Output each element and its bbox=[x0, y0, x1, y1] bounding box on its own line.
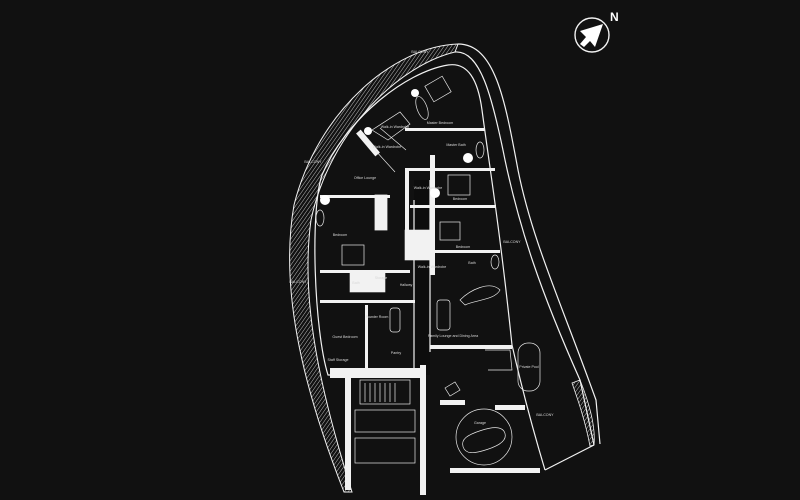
label-walkin-wardrobe: Walk-in Wardrobe bbox=[414, 186, 443, 190]
label-private-pool: Private Pool bbox=[519, 365, 539, 369]
label-walkin-wardrobe: Walk-in Wardrobe bbox=[373, 145, 402, 149]
label-staff-storage: Staff Storage bbox=[328, 358, 349, 362]
label-bedroom: Bedroom bbox=[453, 197, 468, 201]
compass-label: N bbox=[610, 10, 619, 24]
label-balcony: BALCONY bbox=[411, 50, 429, 54]
label-garage: Garage bbox=[474, 421, 486, 425]
label-office-lounge: Office Lounge bbox=[354, 176, 376, 180]
label-storage: Storage bbox=[375, 276, 388, 280]
label-master-bath: Master Bath bbox=[446, 143, 465, 147]
furniture bbox=[315, 75, 541, 466]
label-pantry: Pantry bbox=[391, 351, 402, 355]
room-labels: BALCONY BALCONY BALCONY BALCONY BALCONY … bbox=[289, 50, 554, 425]
label-balcony: BALCONY bbox=[536, 413, 554, 417]
label-walkin-wardrobe: Walk-in Wardrobe bbox=[381, 125, 410, 129]
label-guest-bedroom: Guest Bedroom bbox=[332, 335, 357, 339]
label-master-bedroom: Master Bedroom bbox=[427, 121, 454, 125]
label-family-lounge: Family Lounge and Dining Area bbox=[428, 334, 478, 338]
label-powder-room: Powder Room bbox=[366, 315, 389, 319]
label-balcony: BALCONY bbox=[503, 240, 521, 244]
label-walkin-wardrobe: Walk-in Wardrobe bbox=[418, 265, 447, 269]
label-balcony: BALCONY bbox=[304, 160, 322, 164]
label-bedroom: Bedroom bbox=[333, 233, 348, 237]
label-bath: Bath bbox=[468, 261, 475, 265]
label-bath: Bath bbox=[352, 281, 359, 285]
north-arrow-icon: N bbox=[574, 10, 619, 53]
label-hallway: Hallway bbox=[400, 283, 413, 287]
label-bedroom: Bedroom bbox=[456, 245, 471, 249]
walls bbox=[320, 111, 540, 495]
label-balcony: BALCONY bbox=[289, 280, 307, 284]
